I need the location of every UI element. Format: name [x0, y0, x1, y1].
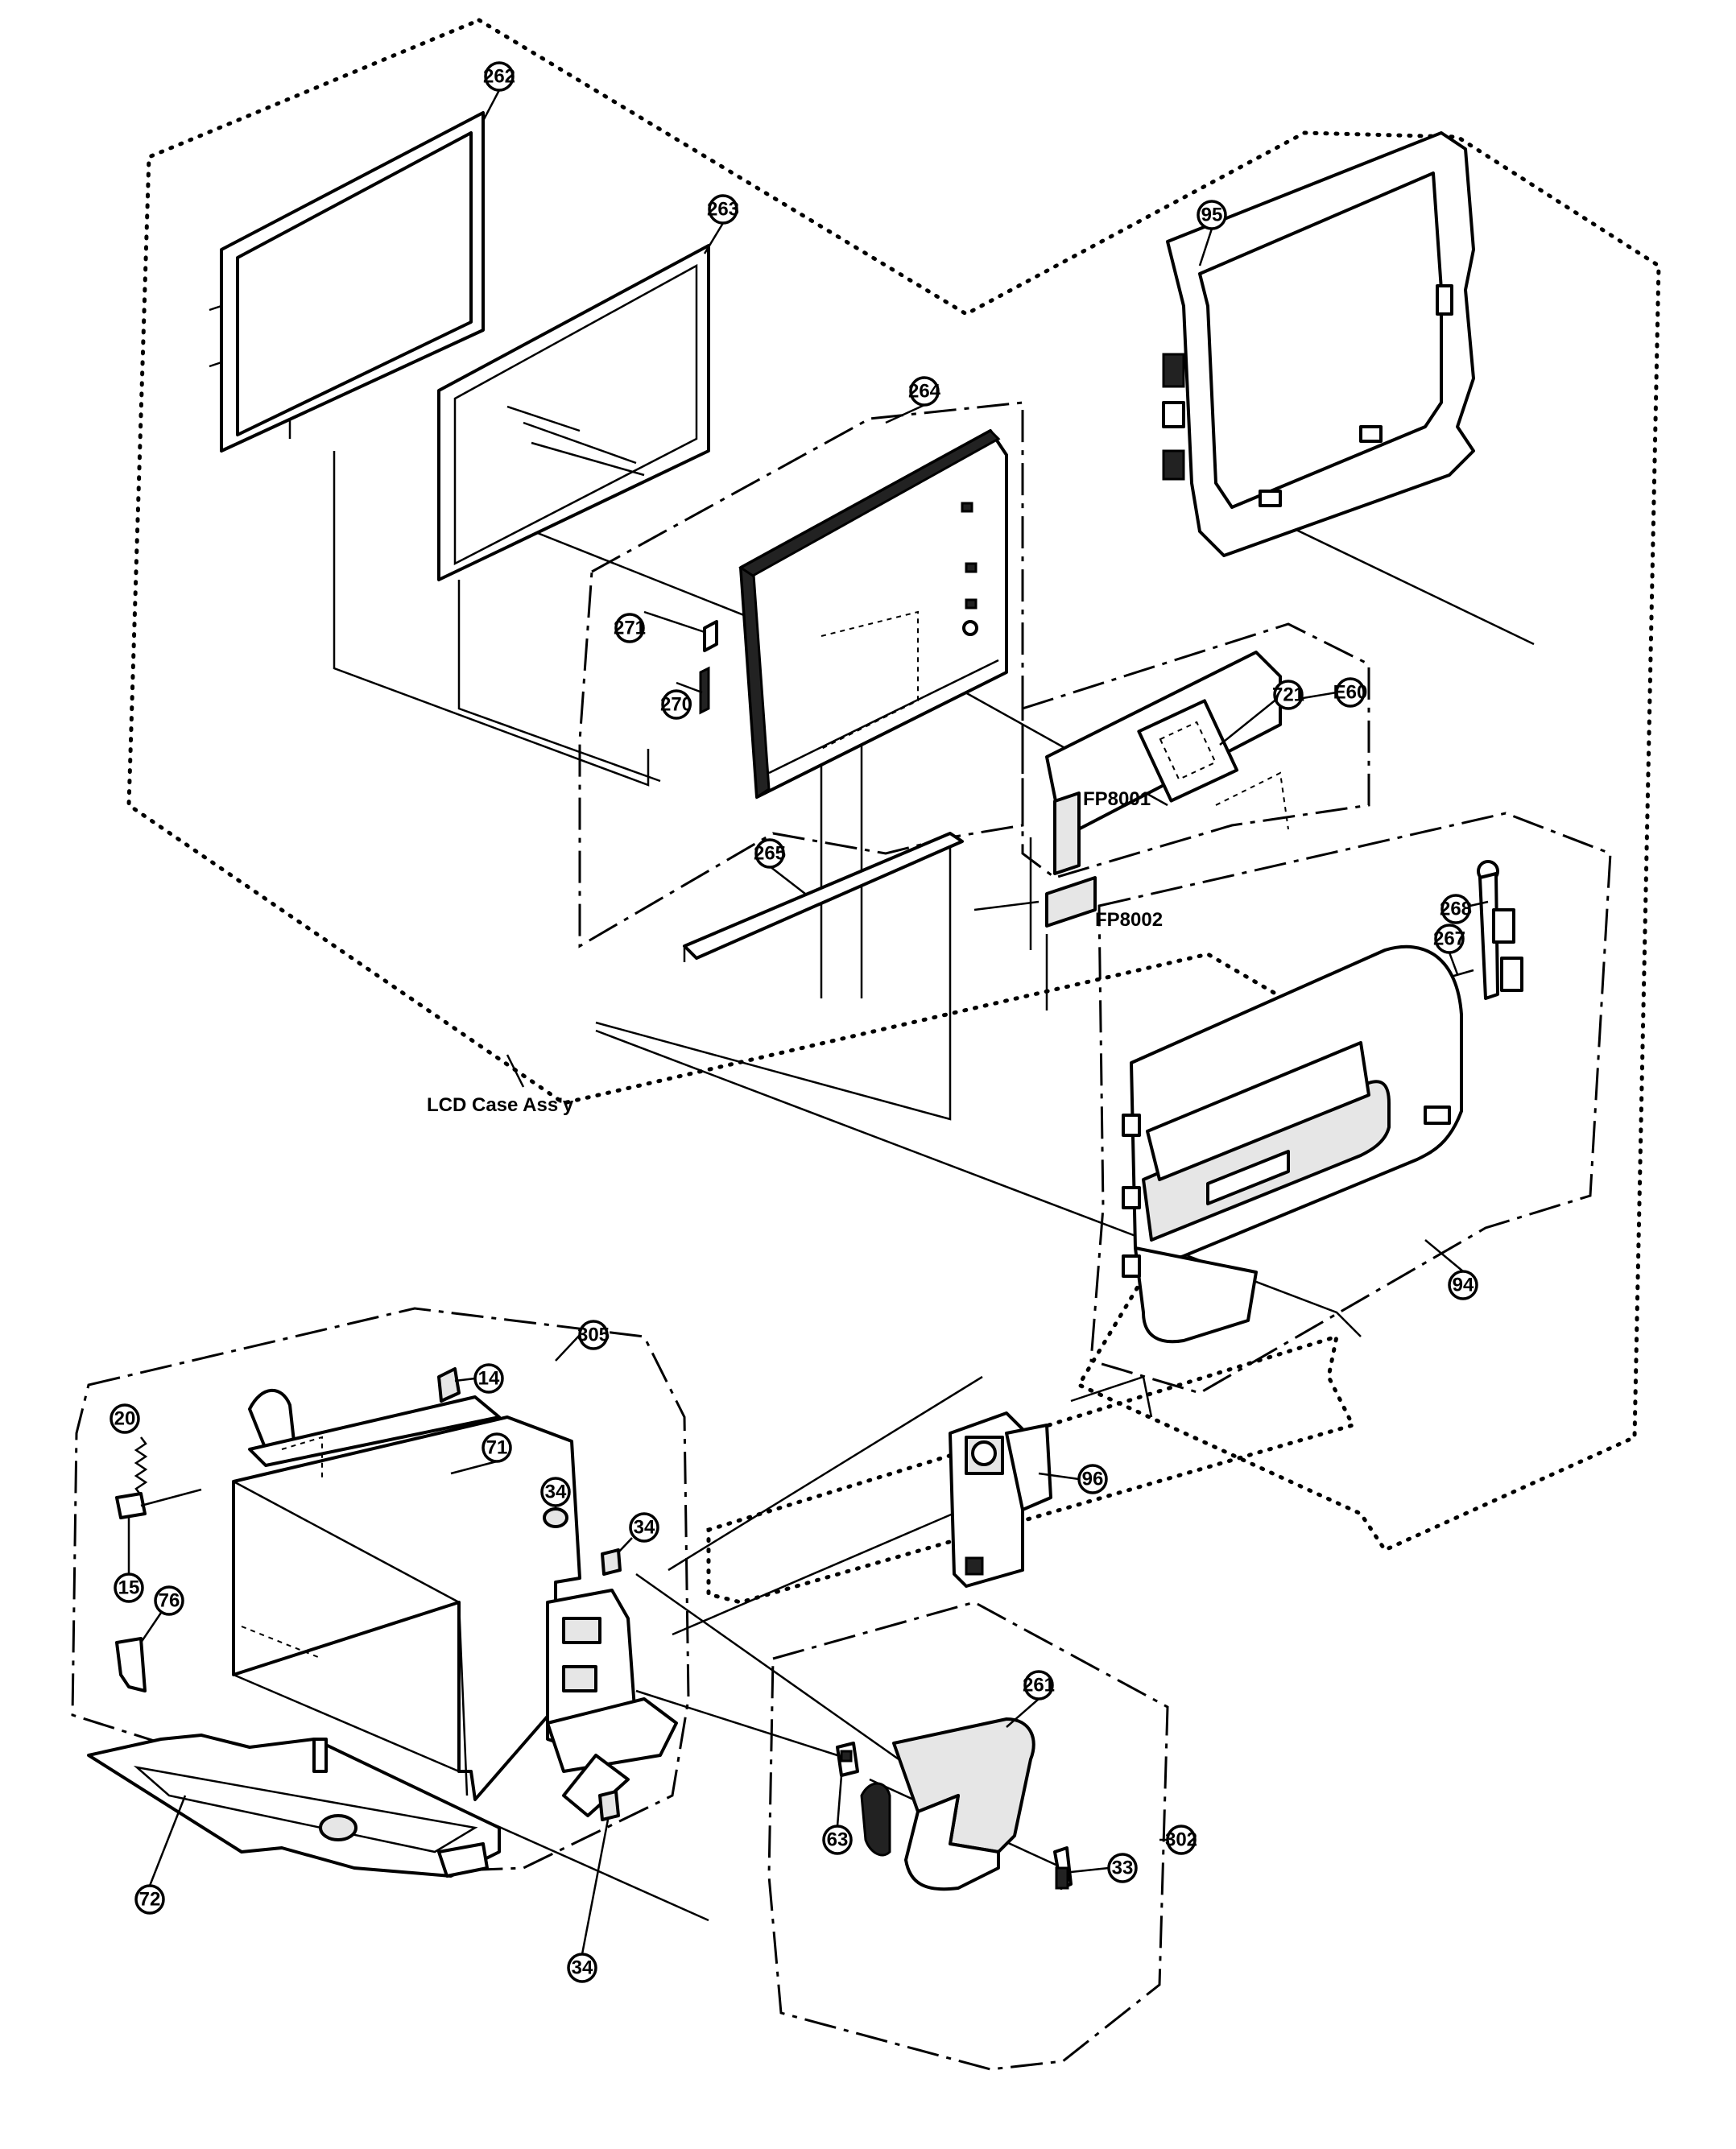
svg-text:268: 268 [1440, 899, 1472, 920]
part-20-spring [134, 1436, 148, 1496]
callout-63: 63 [822, 1825, 853, 1855]
callout-721: 721 [1272, 680, 1304, 710]
lcd-case-assy-label: LCD Case Ass'y [427, 1094, 574, 1116]
part-96-hinge [949, 1411, 1052, 1588]
svg-text:34: 34 [572, 1957, 593, 1979]
fp8001-label: FP8001 [1083, 788, 1151, 810]
callout-96: 96 [1077, 1464, 1108, 1494]
part-265-rod [683, 832, 964, 962]
svg-text:15: 15 [118, 1577, 140, 1599]
part-264-lcd-unit [738, 429, 1008, 800]
part-63-switch [836, 1742, 859, 1777]
grip-assy-boundary [706, 1333, 1356, 1605]
part-76-plate [115, 1637, 147, 1692]
callout-34-b: 34 [629, 1512, 659, 1543]
grip-302-boundary [767, 1601, 1169, 2071]
svg-text:34: 34 [545, 1482, 567, 1503]
svg-text:71: 71 [486, 1437, 508, 1459]
svg-text:270: 270 [660, 694, 692, 716]
svg-text:E60: E60 [1333, 682, 1368, 704]
svg-text:72: 72 [139, 1889, 161, 1911]
callout-33: 33 [1107, 1853, 1138, 1883]
callout-262: 262 [483, 61, 515, 92]
callout-263: 263 [707, 194, 739, 225]
part-263-glass [437, 244, 710, 581]
callout-71: 71 [482, 1432, 512, 1463]
fp8002-label: FP8002 [1095, 909, 1163, 931]
svg-text:302: 302 [1165, 1829, 1197, 1851]
callout-leaders [127, 89, 1489, 1955]
callout-e60: E60 [1333, 677, 1368, 708]
part-94-cover [1122, 944, 1463, 1344]
part-261-grip [860, 1717, 1035, 1891]
callout-94: 94 [1448, 1270, 1478, 1300]
e60-board-boundary [1021, 622, 1370, 879]
svg-text:76: 76 [159, 1590, 180, 1612]
callout-72: 72 [134, 1884, 165, 1915]
svg-text:63: 63 [827, 1829, 849, 1851]
callout-305: 305 [577, 1320, 610, 1350]
callout-265: 265 [754, 838, 786, 869]
cover-94-boundary [1089, 812, 1612, 1395]
svg-text:263: 263 [707, 199, 739, 221]
part-34-nut-a [543, 1507, 568, 1528]
callout-20: 20 [110, 1403, 140, 1434]
callout-76: 76 [154, 1585, 184, 1616]
callout-268: 268 [1440, 894, 1472, 924]
part-268-latch [1477, 860, 1523, 1000]
frame-305-boundary [71, 1307, 690, 1874]
part-271-270-brackets [699, 620, 718, 715]
svg-text:267: 267 [1433, 928, 1465, 950]
part-14-clip [437, 1367, 461, 1403]
svg-text:95: 95 [1201, 205, 1223, 226]
part-262-lcd-frame [209, 111, 485, 453]
svg-text:264: 264 [908, 381, 941, 403]
part-34-nut-b [601, 1548, 622, 1576]
svg-text:14: 14 [478, 1368, 500, 1390]
callout-267: 267 [1433, 924, 1465, 954]
lcd-case-assy-boundary [126, 18, 1661, 1553]
part-34-nut-c [598, 1790, 620, 1821]
svg-text:34: 34 [634, 1517, 655, 1539]
svg-text:265: 265 [754, 843, 786, 865]
svg-text:20: 20 [114, 1408, 136, 1430]
svg-text:96: 96 [1082, 1469, 1104, 1490]
part-33-lever [1053, 1846, 1073, 1890]
callout-15: 15 [114, 1572, 144, 1603]
part-71-chassis [232, 1388, 678, 1817]
svg-text:33: 33 [1112, 1858, 1134, 1879]
part-72-bottom-plate [87, 1734, 501, 1878]
callout-95: 95 [1197, 200, 1227, 230]
svg-text:94: 94 [1453, 1275, 1474, 1296]
svg-text:271: 271 [614, 618, 646, 639]
callout-34-a: 34 [540, 1477, 571, 1507]
svg-text:305: 305 [577, 1325, 610, 1346]
callout-34-c: 34 [567, 1953, 597, 1983]
svg-text:721: 721 [1272, 684, 1304, 706]
part-e60-board [1045, 651, 1289, 1010]
callout-271: 271 [614, 613, 646, 643]
callout-261: 261 [1023, 1670, 1055, 1701]
callout-302: 302 [1165, 1825, 1197, 1855]
part-15-bracket [115, 1488, 202, 1519]
svg-text:262: 262 [483, 66, 515, 88]
callout-14: 14 [473, 1363, 504, 1394]
callout-264: 264 [908, 376, 941, 407]
part-95-rear-bezel [1162, 131, 1475, 557]
svg-text:261: 261 [1023, 1675, 1055, 1696]
callout-270: 270 [660, 689, 692, 720]
